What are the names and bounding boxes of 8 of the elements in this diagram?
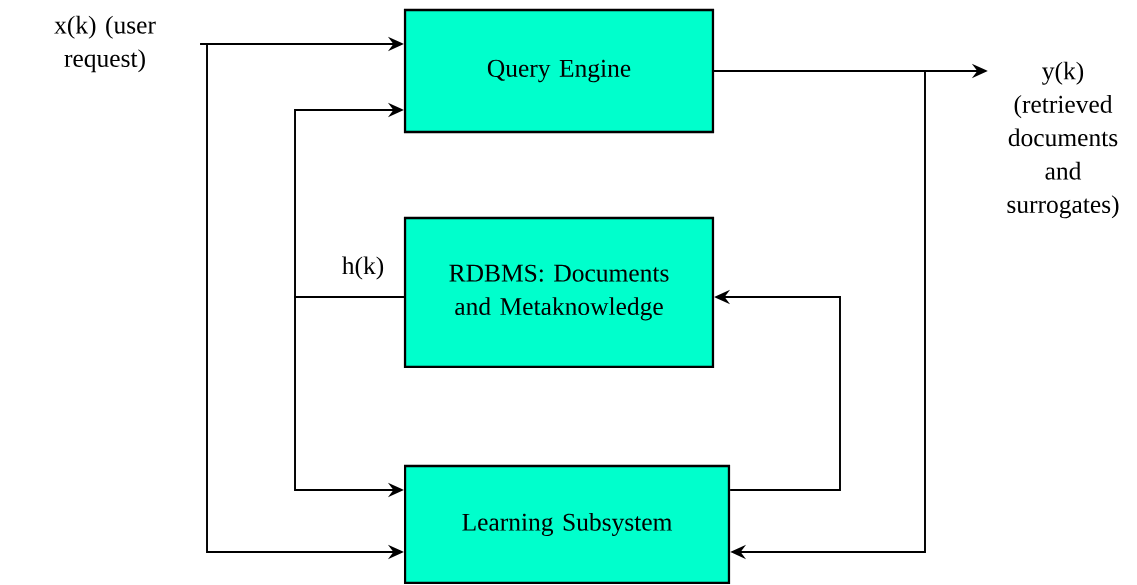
process-box: Learning Subsystem <box>403 464 731 585</box>
edge-label: h(k) <box>340 254 386 282</box>
signal-label: x(k) (user request) <box>54 15 156 73</box>
arrow <box>294 102 405 298</box>
process-box: RDBMS: Documents and Metaknowledge <box>403 216 715 369</box>
signal-label: y(k) (retrieved documents and surrogates) <box>1007 61 1119 219</box>
arrow <box>713 70 926 560</box>
process-box: Query Engine <box>403 8 715 134</box>
